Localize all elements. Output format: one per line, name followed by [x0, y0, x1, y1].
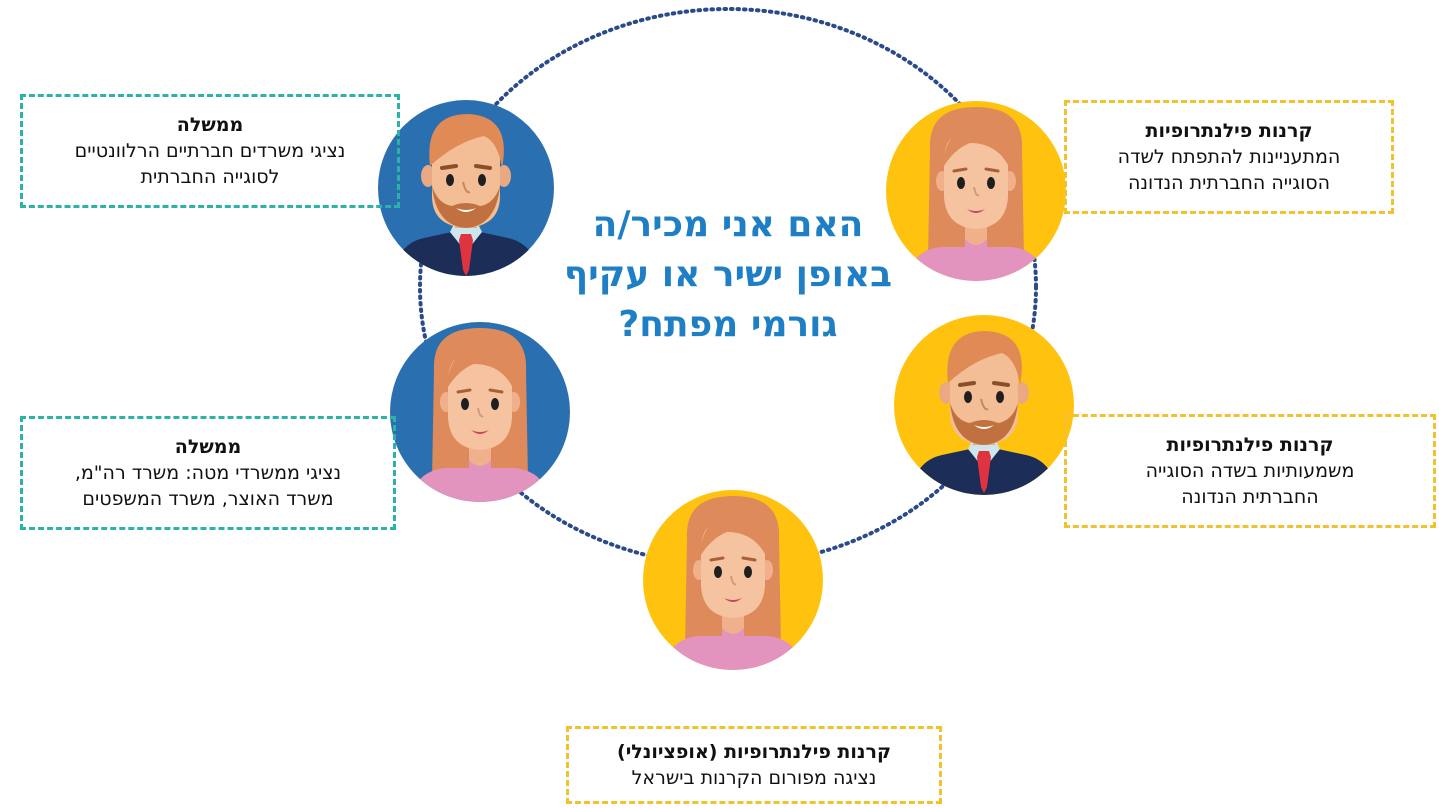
gov-box-bottom-line-1: נציגי ממשרדי מטה: משרד רה"מ,: [74, 462, 342, 484]
fund-box-top-title: קרנות פילנתרופיות: [1145, 120, 1313, 142]
avatar-fund-woman-top: [886, 101, 1066, 281]
avatar-gov-man: [378, 100, 554, 276]
gov-box-top-line-1: נציגי משרדים חברתיים הרלוונטיים: [74, 140, 346, 162]
fund-box-mid-title: קרנות פילנתרופיות: [1166, 434, 1334, 456]
fund-box-top-line-2: הסוגייה החברתית הנדונה: [1127, 172, 1331, 194]
gov-box-bottom-line-2: משרד האוצר, משרד המשפטים: [82, 488, 334, 510]
central-question-line-1: האם אני מכיר/ה: [592, 204, 864, 245]
avatar-gov-woman: [390, 322, 570, 502]
fund-box-bottom-line-1: נציגה מפורום הקרנות בישראל: [631, 767, 877, 789]
fund-box-top: קרנות פילנתרופיות המתעניינות להתפתח לשדה…: [1064, 100, 1394, 214]
central-question: האם אני מכיר/ה באופן ישיר או עקיף גורמי …: [548, 200, 908, 350]
fund-box-mid-line-1: משמעותיות בשדה הסוגייה: [1145, 460, 1355, 482]
fund-box-top-line-1: המתעניינות להתפתח לשדה: [1117, 146, 1341, 168]
central-question-line-2: באופן ישיר או עקיף: [563, 254, 893, 295]
central-question-line-3: גורמי מפתח?: [618, 304, 838, 345]
avatar-fund-woman-bottom: [643, 490, 823, 670]
gov-box-bottom-title: ממשלה: [174, 436, 242, 458]
fund-box-bottom: קרנות פילנתרופיות (אופציונלי) נציגה מפור…: [566, 726, 942, 804]
gov-box-bottom: ממשלה נציגי ממשרדי מטה: משרד רה"מ, משרד …: [20, 416, 396, 530]
gov-box-top: ממשלה נציגי משרדים חברתיים הרלוונטיים לס…: [20, 94, 400, 208]
fund-box-mid-line-2: החברתית הנדונה: [1181, 486, 1319, 508]
gov-box-top-title: ממשלה: [176, 114, 244, 136]
gov-box-top-line-2: לסוגייה החברתית: [140, 166, 280, 188]
fund-box-mid: קרנות פילנתרופיות משמעותיות בשדה הסוגייה…: [1064, 414, 1436, 528]
avatar-fund-man: [894, 315, 1074, 495]
fund-box-bottom-title: קרנות פילנתרופיות (אופציונלי): [617, 741, 891, 763]
